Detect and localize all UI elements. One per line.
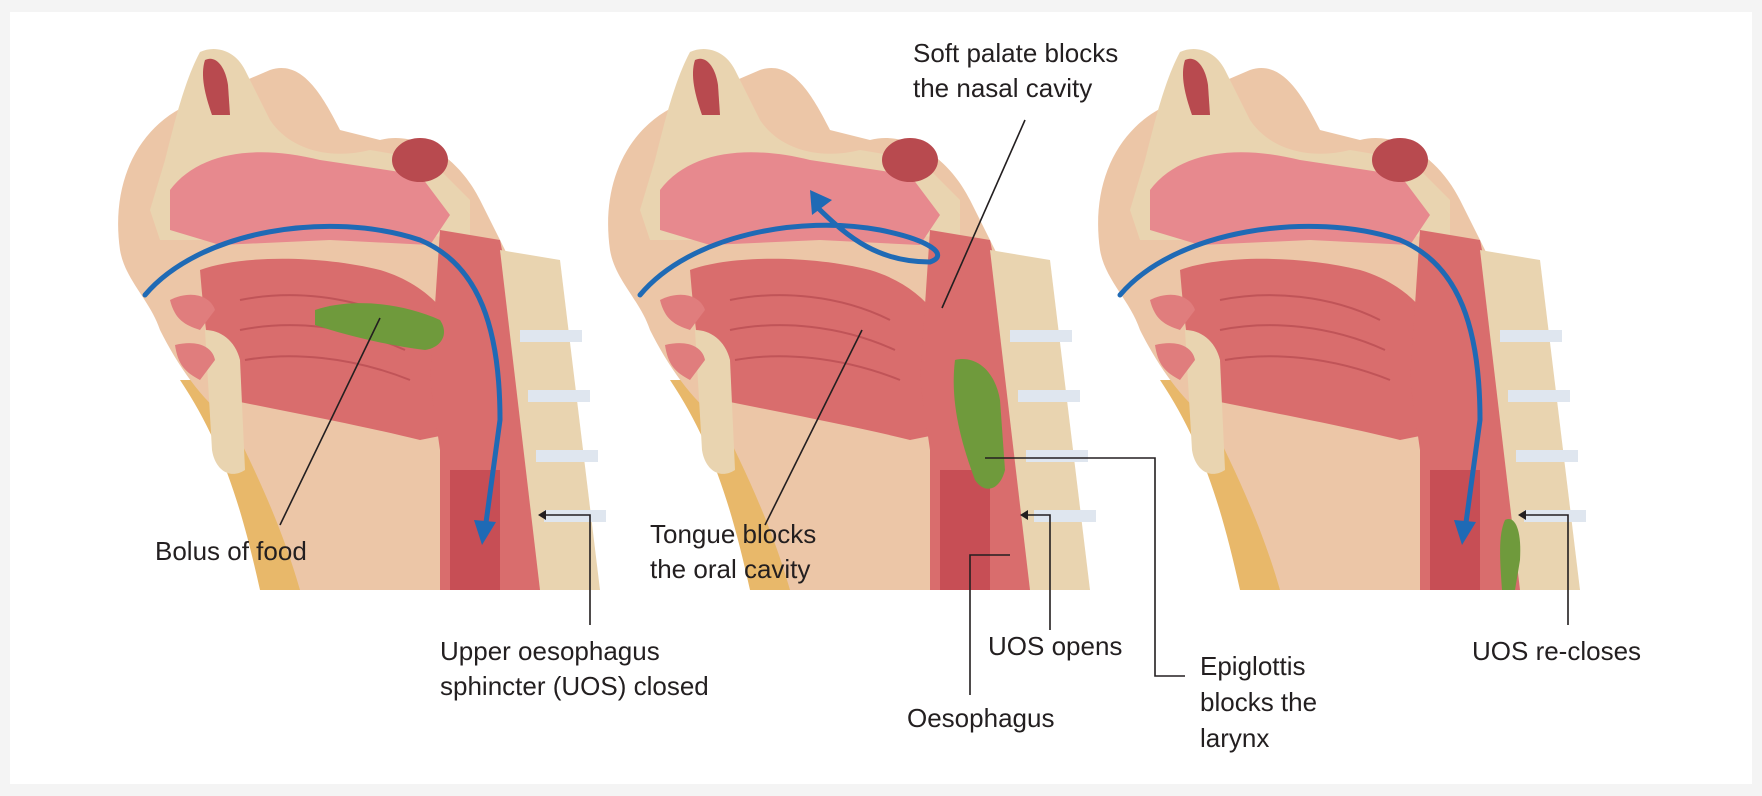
label-uos-closed-line-2: sphincter (UOS) closed <box>440 671 709 701</box>
label-uos-opens: UOS opens <box>988 631 1122 661</box>
label-soft-palate-line-2: the nasal cavity <box>913 73 1092 103</box>
label-bolus-of-food: Bolus of food <box>155 536 307 566</box>
label-tongue-line-2: the oral cavity <box>650 554 810 584</box>
label-soft-palate-line-1: Soft palate blocks <box>913 38 1118 68</box>
label-oesophagus: Oesophagus <box>907 703 1054 733</box>
label-uos-closed-line-1: Upper oesophagus <box>440 636 660 666</box>
label-epiglottis-line-2: blocks the <box>1200 687 1317 717</box>
panel-2-head-illustration <box>608 49 1096 590</box>
label-uos-recloses: UOS re-closes <box>1472 636 1641 666</box>
label-tongue-line-1: Tongue blocks <box>650 519 816 549</box>
label-epiglottis-line-3: larynx <box>1200 723 1269 753</box>
label-epiglottis-line-1: Epiglottis <box>1200 651 1306 681</box>
panel-3-head-illustration <box>1098 49 1586 590</box>
